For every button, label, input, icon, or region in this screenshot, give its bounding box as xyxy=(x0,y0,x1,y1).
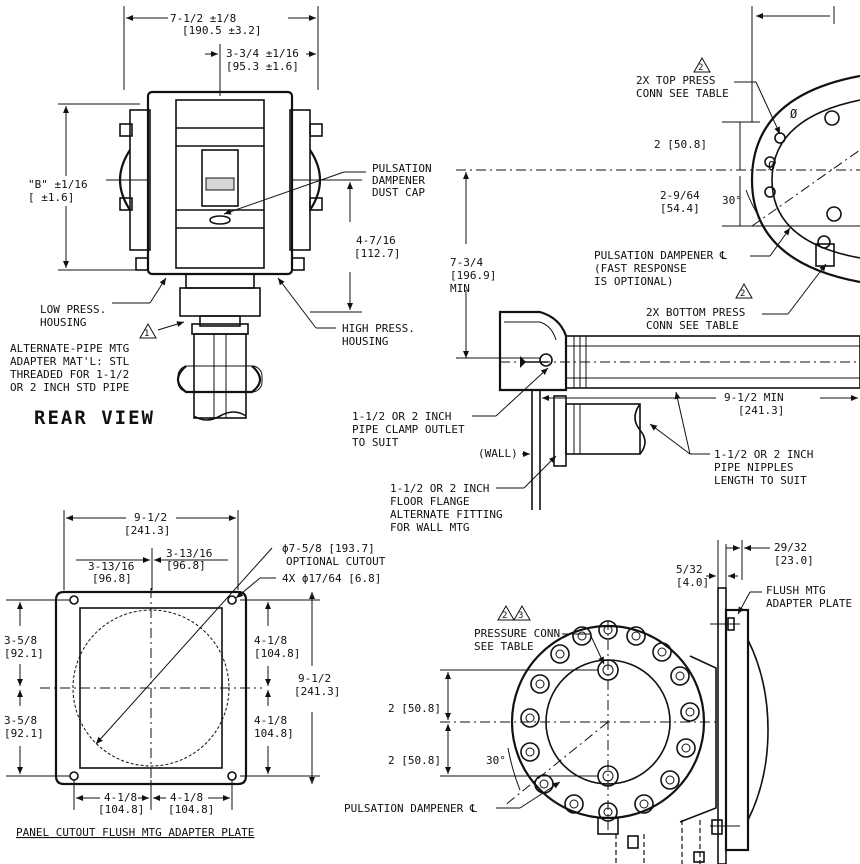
panel-cutout-view: 9-1/2 [241.3] 3-13/16 [96.8] 3-13/16 [96… xyxy=(4,510,386,839)
svg-text:[104.8]: [104.8] xyxy=(168,803,214,816)
svg-text:IS OPTIONAL): IS OPTIONAL) xyxy=(594,275,673,288)
low-press-label: LOW PRESS. xyxy=(40,303,106,316)
dim-29-32: 29/32 xyxy=(774,541,807,554)
svg-text:[241.3]: [241.3] xyxy=(294,685,340,698)
dim-7-3-4: 7-3/4 xyxy=(450,256,483,269)
svg-text:ADAPTER MAT'L: STL: ADAPTER MAT'L: STL xyxy=(10,355,130,368)
adapter-label: ALTERNATE-PIPE MTG xyxy=(10,342,129,355)
front-view: 29/32 [23.0] 5/32 [4.0] FLUSH MTG ADAPTE… xyxy=(344,540,852,864)
dim-2: 2 [50.8] xyxy=(654,138,707,151)
svg-text:HOUSING: HOUSING xyxy=(40,316,86,329)
svg-text:OR 2 INCH STD PIPE: OR 2 INCH STD PIPE xyxy=(10,381,129,394)
dim-5-32: 5/32 xyxy=(676,563,703,576)
svg-text:ALTERNATE FITTING: ALTERNATE FITTING xyxy=(390,508,503,521)
svg-text:2: 2 xyxy=(740,289,745,299)
svg-text:THREADED FOR 1-1/2: THREADED FOR 1-1/2 xyxy=(10,368,129,381)
panel-dim-bot-l: 4-1/8 xyxy=(104,791,137,804)
svg-text:[ ±1.6]: [ ±1.6] xyxy=(28,191,74,204)
svg-text:LENGTH TO SUIT: LENGTH TO SUIT xyxy=(714,474,807,487)
svg-text:1: 1 xyxy=(144,329,149,339)
svg-text:PIPE NIPPLES: PIPE NIPPLES xyxy=(714,461,793,474)
panel-holes-label: 4X ϕ17/64 [6.8] xyxy=(282,572,381,585)
panel-dim-13-16-r: 3-13/16 xyxy=(166,547,212,560)
svg-text:Ø: Ø xyxy=(790,107,798,121)
angle-30: 30° xyxy=(722,194,742,207)
svg-text:[96.8]: [96.8] xyxy=(92,572,132,585)
svg-text:Ø: Ø xyxy=(768,159,776,173)
dampener-label: PULSATION DAMPENER ℄ xyxy=(594,249,727,262)
svg-text:ADAPTER PLATE: ADAPTER PLATE xyxy=(766,597,852,610)
svg-text:[241.3]: [241.3] xyxy=(124,524,170,537)
front-dim-2-top: 2 [50.8] xyxy=(388,702,441,715)
panel-dim-right: 9-1/2 xyxy=(298,672,331,685)
svg-text:PIPE CLAMP OUTLET: PIPE CLAMP OUTLET xyxy=(352,423,465,436)
front-dim-2-bot: 2 [50.8] xyxy=(388,754,441,767)
front-angle-30: 30° xyxy=(486,754,506,767)
svg-text:[104.8]: [104.8] xyxy=(254,647,300,660)
svg-text:DUST CAP: DUST CAP xyxy=(372,186,425,199)
svg-text:MIN: MIN xyxy=(450,282,470,295)
nipples-label: 1-1/2 OR 2 INCH xyxy=(714,448,813,461)
svg-text:[190.5 ±3.2]: [190.5 ±3.2] xyxy=(182,24,261,37)
pressure-conn-label: PRESSURE CONN xyxy=(474,627,560,640)
svg-text:[112.7]: [112.7] xyxy=(354,247,400,260)
dim-b: "B" ±1/16 xyxy=(28,178,88,191)
floor-flange-label: 1-1/2 OR 2 INCH xyxy=(390,482,489,495)
flush-plate-label: FLUSH MTG xyxy=(766,584,826,597)
wall-label: (WALL) xyxy=(478,447,518,460)
svg-text:[54.4]: [54.4] xyxy=(660,202,700,215)
panel-title: PANEL CUTOUT FLUSH MTG ADAPTER PLATE xyxy=(16,826,254,839)
front-dampener-label: PULSATION DAMPENER ℄ xyxy=(344,802,477,815)
svg-text:2: 2 xyxy=(698,63,703,73)
svg-text:CONN SEE TABLE: CONN SEE TABLE xyxy=(646,319,739,332)
svg-text:3: 3 xyxy=(518,611,523,621)
svg-text:DAMPENER: DAMPENER xyxy=(372,174,425,187)
dim-width: 7-1/2 ±1/8 xyxy=(170,12,236,25)
high-press-label: HIGH PRESS. xyxy=(342,322,415,335)
svg-text:HOUSING: HOUSING xyxy=(342,335,388,348)
side-view: Ø Ø 2 2X TOP PRESS CONN SEE TABLE 2 [50.… xyxy=(352,6,860,534)
svg-text:OPTIONAL CUTOUT: OPTIONAL CUTOUT xyxy=(286,555,386,568)
bottom-conn-label: 2X BOTTOM PRESS xyxy=(646,306,745,319)
dim-half: 3-3/4 ±1/16 xyxy=(226,47,299,60)
svg-text:[4.0]: [4.0] xyxy=(676,576,709,589)
svg-text:[196.9]: [196.9] xyxy=(450,269,496,282)
svg-text:[92.1]: [92.1] xyxy=(4,647,44,660)
dim-height: 4-7/16 xyxy=(356,234,396,247)
svg-text:[104.8]: [104.8] xyxy=(98,803,144,816)
top-conn-label: 2X TOP PRESS xyxy=(636,74,715,87)
panel-dim-13-16-l: 3-13/16 xyxy=(88,560,134,573)
svg-text:CONN SEE TABLE: CONN SEE TABLE xyxy=(636,87,729,100)
svg-text:[95.3 ±1.6]: [95.3 ±1.6] xyxy=(226,60,299,73)
svg-text:104.8]: 104.8] xyxy=(254,727,294,740)
svg-text:FOR WALL MTG: FOR WALL MTG xyxy=(390,521,469,534)
panel-dim-left-top: 3-5/8 xyxy=(4,634,37,647)
rear-view-title: REAR VIEW xyxy=(34,407,155,429)
panel-dim-top: 9-1/2 xyxy=(134,511,167,524)
svg-text:[92.1]: [92.1] xyxy=(4,727,44,740)
panel-dim-bot-r: 4-1/8 xyxy=(170,791,203,804)
panel-dim-inner-bot: 4-1/8 xyxy=(254,714,287,727)
svg-text:TO SUIT: TO SUIT xyxy=(352,436,399,449)
panel-dim-inner-top: 4-1/8 xyxy=(254,634,287,647)
svg-text:[23.0]: [23.0] xyxy=(774,554,814,567)
panel-cutout-label: ϕ7-5/8 [193.7] xyxy=(282,542,375,555)
dust-cap-label: PULSATION xyxy=(372,162,432,175)
svg-text:2: 2 xyxy=(502,611,507,621)
rear-view: 7-1/2 ±1/8 [190.5 ±3.2] 3-3/4 ±1/16 [95.… xyxy=(10,6,432,429)
svg-text:(FAST RESPONSE: (FAST RESPONSE xyxy=(594,262,687,275)
dim-9-1-2-min: 9-1/2 MIN xyxy=(724,391,784,404)
svg-text:SEE TABLE: SEE TABLE xyxy=(474,640,534,653)
panel-dim-left-bot: 3-5/8 xyxy=(4,714,37,727)
svg-text:[241.3]: [241.3] xyxy=(738,404,784,417)
svg-text:[96.8]: [96.8] xyxy=(166,559,206,572)
pipe-clamp-label: 1-1/2 OR 2 INCH xyxy=(352,410,451,423)
svg-text:FLOOR FLANGE: FLOOR FLANGE xyxy=(390,495,469,508)
dim-29-64: 2-9/64 xyxy=(660,189,700,202)
